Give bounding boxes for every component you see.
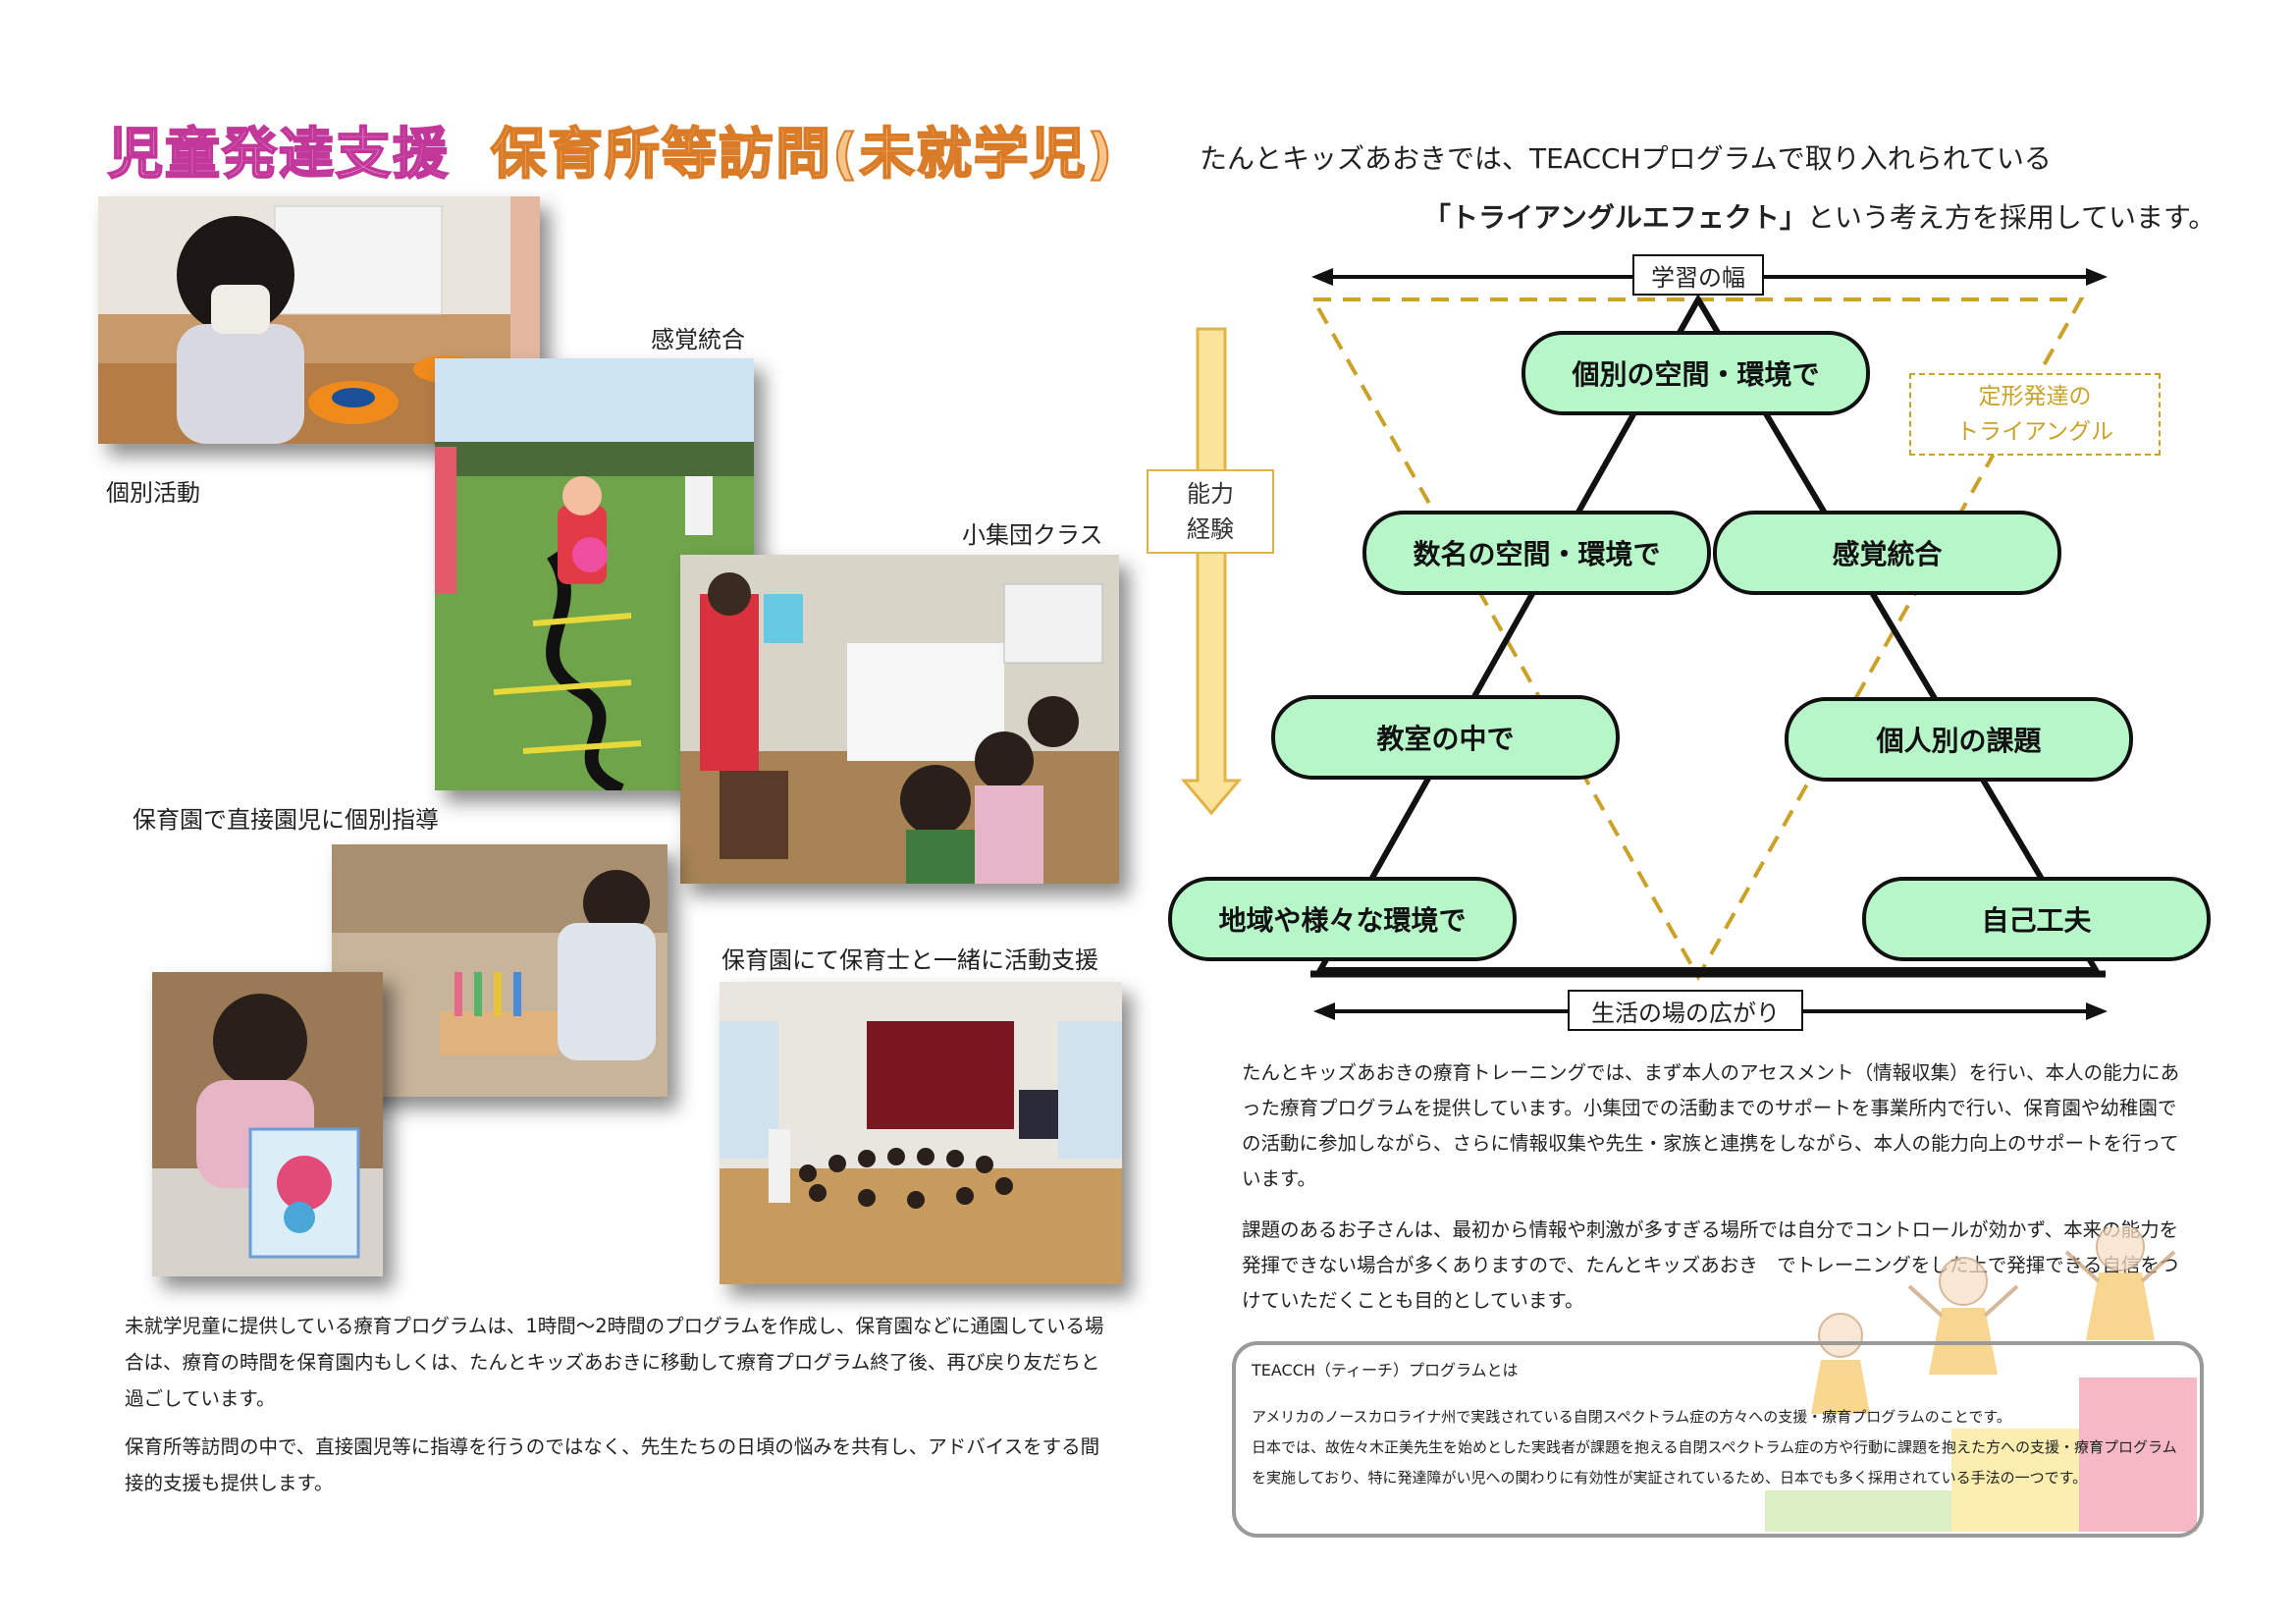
learning-width-arrow-left — [1311, 268, 1333, 286]
color-block-green — [1765, 1490, 1951, 1532]
right-description: たんとキッズあおきの療育トレーニングでは、まず本人のアセスメント（情報収集）を行… — [1242, 1055, 2184, 1330]
color-block-pink — [2079, 1378, 2197, 1532]
caption-direct-guidance: 保育園で直接園児に個別指導 — [133, 806, 439, 834]
label-life-range: 生活の場の広がり — [1568, 990, 1803, 1031]
left-description: 未就学児童に提供している療育プログラムは、1時間～2時間のプログラムを作成し、保… — [125, 1308, 1111, 1513]
label-learning-width: 学習の幅 — [1632, 254, 1764, 296]
photo-group-support — [720, 982, 1122, 1284]
photo-direct-guidance-back-image — [332, 844, 667, 1097]
life-range-arrow-left — [1313, 1002, 1335, 1020]
experience-label: 経験 — [1187, 515, 1234, 543]
intro-line-1: たんとキッズあおきでは、TEACCHプログラムで取り入れられている — [1200, 142, 2052, 175]
teacch-line-1: アメリカのノースカロライナ州で実践されている自閉スペクトラム症の方々への支援・療… — [1252, 1408, 2011, 1426]
ability-experience-arrow — [1180, 327, 1243, 816]
caption-sensory-integration: 感覚統合 — [651, 326, 745, 353]
learning-width-arrow-right — [2086, 268, 2108, 286]
typical-label-2: トライアングル — [1955, 419, 2114, 445]
intro-line-2: 「トライアングルエフェクト」という考え方を採用しています。 — [1423, 196, 2216, 236]
photo-direct-guidance-front-image — [152, 972, 383, 1276]
left-paragraph-1: 未就学児童に提供している療育プログラムは、1時間～2時間のプログラムを作成し、保… — [125, 1315, 1104, 1410]
teacch-info-box — [1232, 1341, 2204, 1538]
photo-direct-guidance-back — [332, 844, 667, 1097]
photo-direct-guidance-front — [152, 972, 383, 1276]
node-individual-space: 個別の空間・環境で — [1522, 331, 1870, 415]
intro-line-2-rest: という考え方を採用しています。 — [1806, 201, 2216, 234]
photo-small-group-image — [680, 555, 1119, 884]
teacch-line-2: 日本では、故佐々木正美先生を始めとした実践者が課題を抱える自閉スペクトラム症の方… — [1252, 1438, 2177, 1487]
ability-experience-box: 能力 経験 — [1147, 469, 1274, 554]
typical-label-1: 定形発達の — [1978, 384, 2092, 409]
color-block-yellow — [1951, 1429, 2079, 1532]
node-small-group-space: 数名の空間・環境で — [1362, 511, 1711, 595]
page-subtitle: 保育所等訪問(未就学児) — [490, 122, 1115, 188]
page-title: 児童発達支援 — [107, 122, 450, 188]
intro-triangle-effect: 「トライアングルエフェクト」 — [1423, 201, 1807, 234]
node-self-ingenuity: 自己工夫 — [1862, 877, 2211, 961]
node-individual-task: 個人別の課題 — [1785, 697, 2133, 782]
node-sensory-integration: 感覚統合 — [1713, 511, 2061, 595]
right-paragraph-1: たんとキッズあおきの療育トレーニングでは、まず本人のアセスメント（情報収集）を行… — [1242, 1061, 2180, 1190]
typical-triangle-label-box: 定形発達の トライアングル — [1909, 373, 2161, 456]
caption-individual-activity: 個別活動 — [106, 479, 200, 507]
photo-group-support-image — [720, 982, 1122, 1284]
caption-group-support: 保育園にて保育士と一緒に活動支援 — [721, 947, 1098, 974]
left-paragraph-2: 保育所等訪問の中で、直接園児等に指導を行うのではなく、先生たちの日頃の悩みを共有… — [125, 1435, 1100, 1494]
node-classroom: 教室の中で — [1271, 695, 1620, 780]
child-figure-3-icon — [2064, 1227, 2176, 1340]
photo-small-group — [680, 555, 1119, 884]
node-community: 地域や様々な環境で — [1168, 877, 1517, 961]
ability-label: 能力 — [1187, 480, 1234, 508]
child-figure-1-icon — [1811, 1313, 1870, 1414]
caption-small-group: 小集団クラス — [962, 521, 1103, 549]
teacch-heading: TEACCH（ティーチ）プログラムとは — [1252, 1361, 1519, 1380]
life-range-arrow-right — [2086, 1002, 2108, 1020]
